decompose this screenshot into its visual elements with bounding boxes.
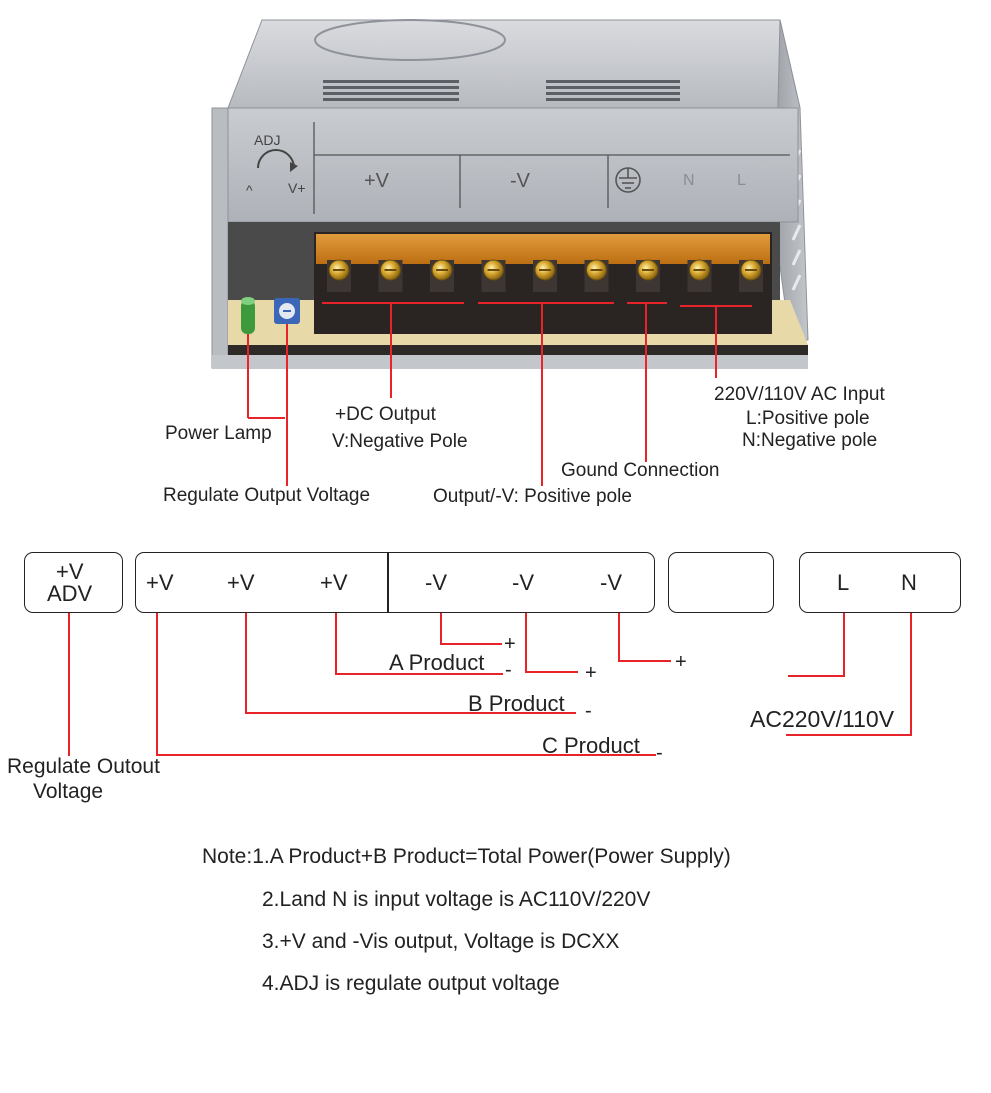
plus-v-1: +V <box>146 570 174 595</box>
power-lamp-label: Power Lamp <box>165 423 272 444</box>
adv-plus-v: +V <box>56 559 84 584</box>
vent-left <box>323 80 459 101</box>
vent-right <box>546 80 680 101</box>
dc-box-divider <box>387 553 389 612</box>
product-b-label: B Product <box>468 691 565 716</box>
product-a-label: A Product <box>389 650 485 675</box>
ac-input-l-label: L:Positive pole <box>746 408 870 429</box>
wiring-lines <box>68 562 912 756</box>
note-line-1: Note:1.A Product+B Product=Total Power(P… <box>202 845 731 868</box>
ac-l: L <box>837 570 850 595</box>
adv-terminal-box <box>24 552 123 613</box>
dc-output-label: +DC Output <box>335 404 436 425</box>
casing-top <box>227 19 801 109</box>
photo-red-marks <box>247 302 752 486</box>
product-c-plus: + <box>675 651 687 673</box>
ground-terminal-box <box>668 552 774 613</box>
minus-v-1: -V <box>425 570 447 595</box>
adj-label: ADJ <box>254 132 281 148</box>
regulate-output-voltage-wiring-label-2: Voltage <box>33 780 104 803</box>
note-line-3: 3.+V and -Vis output, Voltage is DCXX <box>262 930 620 953</box>
ac-voltage-label: AC220V/110V <box>750 706 895 732</box>
product-a-plus: + <box>504 633 516 655</box>
output-minus-v-label: Output/-V: Positive pole <box>433 486 632 507</box>
adv-label: ADV <box>47 581 93 606</box>
plus-v-2: +V <box>227 570 255 595</box>
plate-minus-v: -V <box>510 170 530 192</box>
plate-n: N <box>683 172 695 189</box>
regulate-output-voltage-label: Regulate Output Voltage <box>163 485 371 506</box>
product-b-plus: + <box>585 662 597 684</box>
ac-input-terminal-box <box>799 552 961 613</box>
terminal-screws <box>327 259 763 292</box>
product-a-minus: - <box>505 659 512 681</box>
product-b-minus: - <box>585 700 592 722</box>
dc-output-pole-label: V:Negative Pole <box>332 431 468 452</box>
adj-minus-label: ^ <box>246 182 253 198</box>
ground-connection-label: Gound Connection <box>561 460 720 481</box>
ac-input-n-label: N:Negative pole <box>742 430 878 451</box>
ac-input-label: 220V/110V AC Input <box>714 384 885 405</box>
terminal-cover <box>316 234 770 264</box>
plate-l: L <box>737 172 746 189</box>
adj-plus-label: V+ <box>288 180 306 196</box>
plus-v-3: +V <box>320 570 348 595</box>
ac-n: N <box>901 570 917 595</box>
note-line-2: 2.Land N is input voltage is AC110V/220V <box>262 888 651 911</box>
front-plate <box>227 107 799 223</box>
product-c-label: C Product <box>542 733 640 758</box>
power-lamp <box>241 297 255 334</box>
minus-v-3: -V <box>600 570 622 595</box>
note-line-4: 4.ADJ is regulate output voltage <box>262 972 560 995</box>
product-c-minus: - <box>656 742 663 764</box>
potentiometer <box>274 298 300 324</box>
power-supply-illustration <box>211 19 809 486</box>
plate-plus-v: +V <box>364 170 390 192</box>
dc-output-terminal-box <box>135 552 655 613</box>
minus-v-2: -V <box>512 570 534 595</box>
regulate-output-voltage-wiring-label: Regulate Outout <box>7 755 160 778</box>
